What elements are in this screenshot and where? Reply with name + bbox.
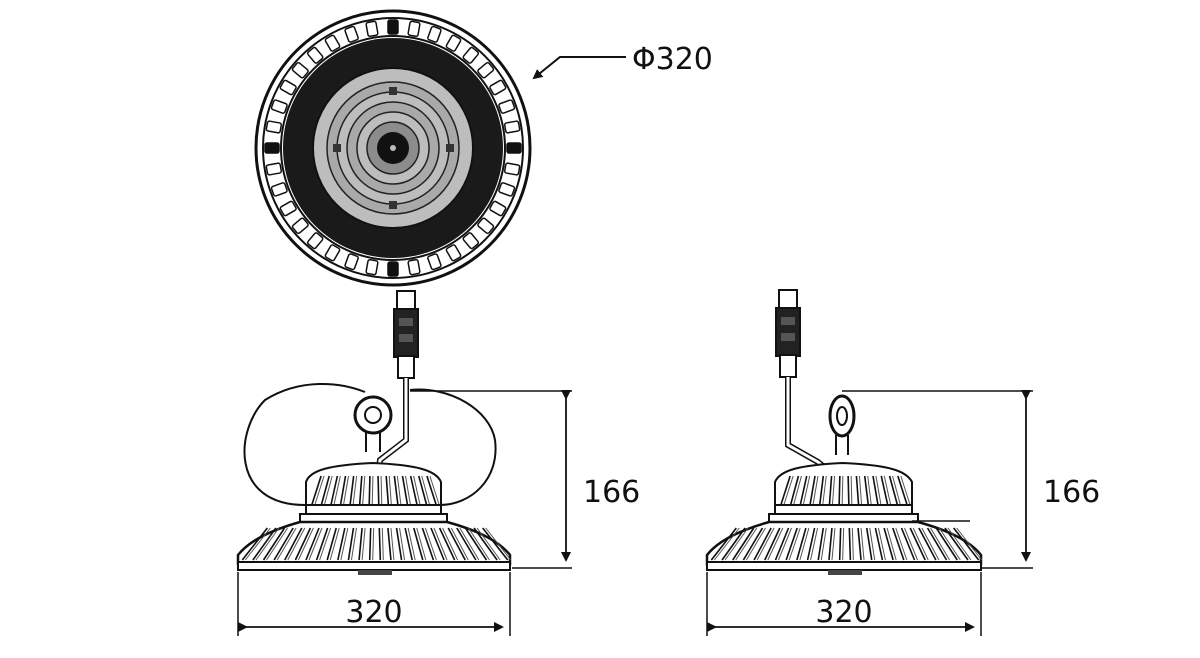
top-view [254, 9, 532, 287]
front-view-connector [393, 290, 419, 379]
front-view: 166 320 [236, 290, 640, 636]
side-view-heatsink [705, 520, 983, 575]
front-view-hanging-eye [353, 395, 393, 452]
front-view-height-label: 166 [583, 475, 640, 510]
front-view-cable-loop [243, 382, 497, 506]
front-view-width-dimension: 320 [237, 572, 511, 636]
side-view: 166 320 [705, 289, 1100, 636]
side-view-width-dimension: 320 [706, 572, 982, 636]
diameter-leader-line [532, 56, 626, 80]
front-view-width-label: 320 [345, 595, 402, 630]
diameter-label: Φ320 [632, 42, 713, 77]
diameter-dimension: Φ320 [532, 42, 713, 80]
side-view-driver-housing [768, 461, 970, 523]
front-view-heatsink [236, 520, 512, 575]
side-view-height-dimension: 166 [842, 390, 1100, 569]
side-view-width-label: 320 [815, 595, 872, 630]
front-view-driver-housing [299, 461, 448, 523]
top-view-rim-slots [264, 19, 522, 277]
side-view-hanging-eye [828, 394, 856, 455]
side-view-height-label: 166 [1043, 475, 1100, 510]
front-view-height-dimension: 166 [410, 390, 640, 569]
side-view-connector [775, 289, 801, 378]
